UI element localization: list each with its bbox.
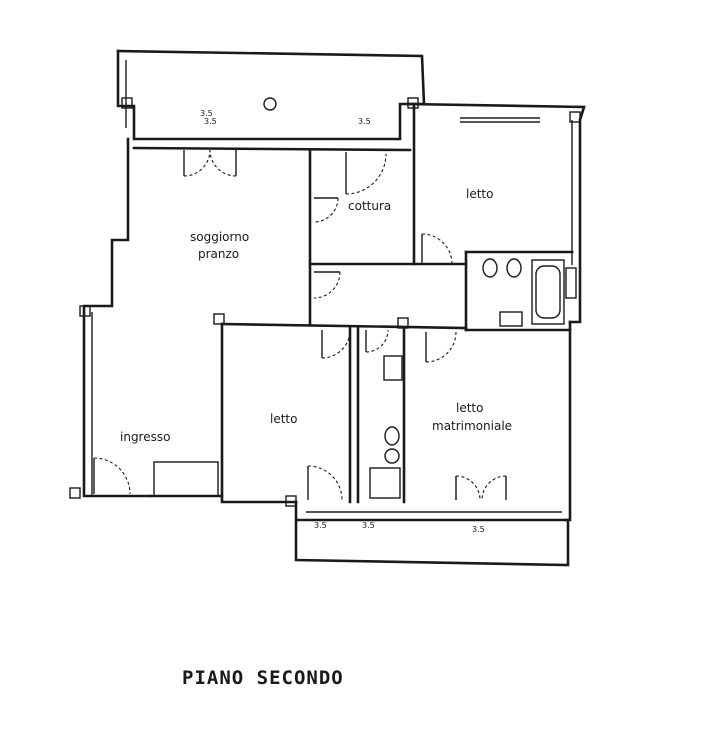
wc [506,258,522,278]
room-label-pranzo: pranzo [198,247,239,261]
inner-bath-shower [369,467,401,499]
room-labels: soggiorno pranzo cottura letto letto let… [120,187,512,444]
inner-bath-basin [383,355,403,381]
marker-4: 3.5 [362,521,375,530]
inner-bath-bidet [384,448,400,464]
room-label-ingresso: ingresso [120,430,170,444]
room-label-letto-matrimoniale-1: letto [456,401,483,415]
fixtures [263,97,577,499]
markers: 3.5 3.5 3.5 3.5 3.5 3.5 [200,109,485,534]
bidet [482,258,498,278]
marker-1: 3.5 [200,109,213,118]
room-label-letto-center: letto [270,412,297,426]
plan-title: PIANO SECONDO [182,667,344,689]
bathtub [531,259,565,325]
room-label-cottura: cottura [348,199,391,213]
marker-3: 3.5 [314,521,327,530]
outer-walls [82,49,586,567]
inner-bath-wc [384,426,400,446]
interior-walls [69,97,581,507]
fixture-circle [263,97,277,111]
room-label-soggiorno: soggiorno [190,230,249,244]
basin [499,311,523,327]
room-label-letto-matrimoniale-2: matrimoniale [432,419,512,433]
marker-5: 3.5 [472,525,485,534]
marker-2: 3.5 [358,117,371,126]
room-label-letto-ne: letto [466,187,493,201]
doors [93,117,540,501]
marker-6: 3.5 [204,117,217,126]
